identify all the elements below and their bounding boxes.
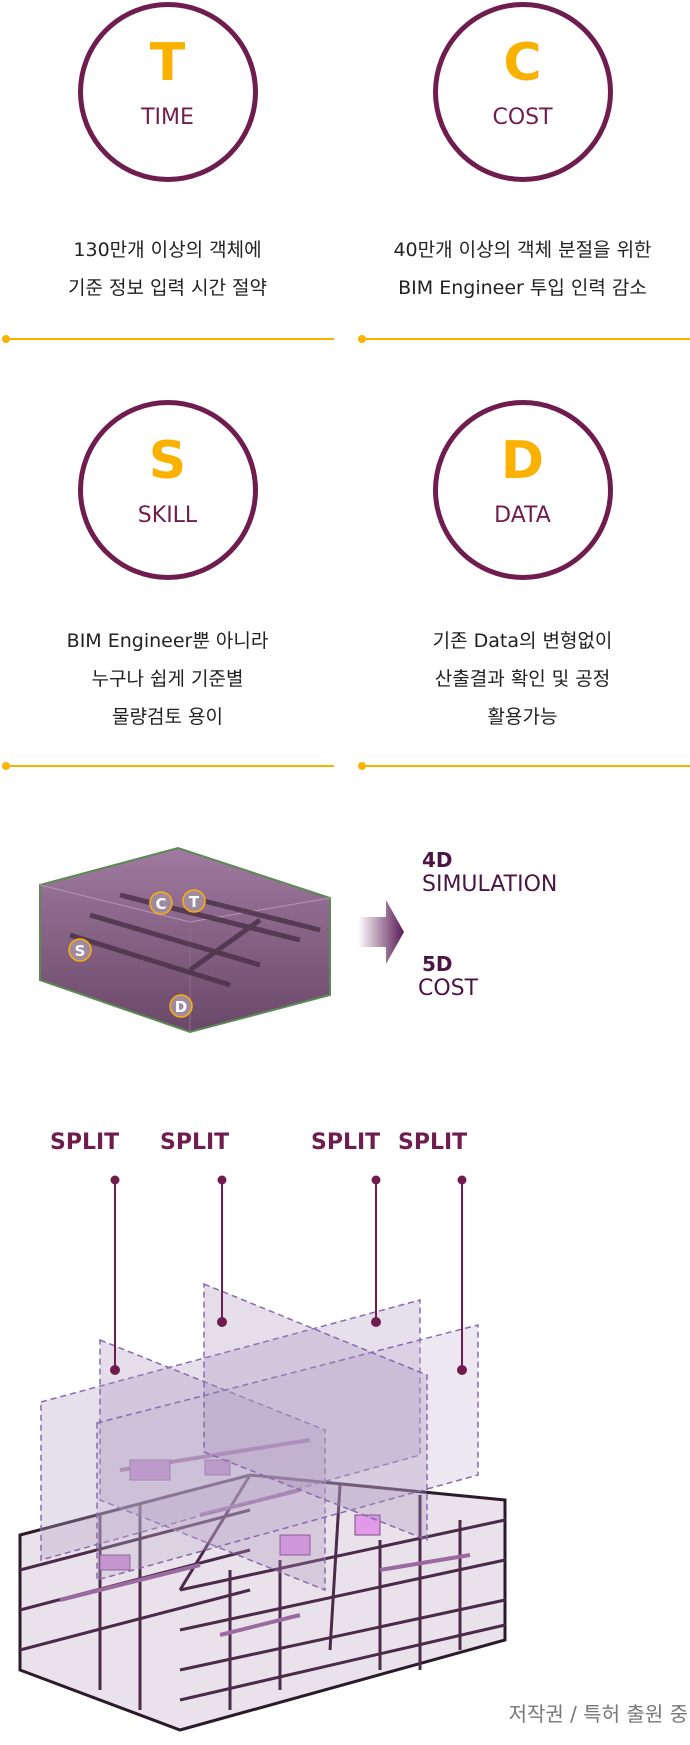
card-desc: 기존 Data의 변형없이 산출결과 확인 및 공정 활용가능: [355, 622, 690, 736]
copyright-patent-note: 저작권 / 특허 출원 중: [508, 1702, 688, 1726]
badge-t: T: [189, 893, 200, 911]
output-sub: COST: [418, 976, 479, 1001]
desc-line: 기존 Data의 변형없이: [432, 630, 613, 652]
card-desc: 40만개 이상의 객체 분절을 위한 BIM Engineer 투입 인력 감소: [355, 231, 690, 307]
desc-line: BIM Engineer 투입 인력 감소: [398, 277, 647, 299]
split-building-illustration: [18, 1175, 507, 1732]
divider: [2, 335, 334, 343]
card-word: TIME: [141, 105, 194, 130]
output-title: 4D: [422, 848, 453, 872]
card-letter: C: [503, 33, 542, 93]
split-label: SPLIT: [311, 1130, 381, 1155]
arrow-right-icon: [358, 900, 404, 964]
time-circle: T TIME: [77, 2, 258, 182]
divider: [358, 762, 690, 770]
split-planes: [40, 1282, 479, 1592]
bim-cube-illustration: C T S D: [39, 846, 331, 1034]
card-letter: S: [148, 431, 187, 491]
data-circle: D DATA: [432, 400, 613, 580]
split-label: SPLIT: [160, 1130, 230, 1155]
divider: [358, 335, 690, 343]
skill-circle: S SKILL: [77, 400, 258, 580]
output-title: 5D: [422, 952, 453, 976]
desc-line: 130만개 이상의 객체에: [73, 239, 262, 261]
cost-circle: C COST: [432, 2, 613, 182]
building-structure: [18, 1438, 507, 1732]
desc-line: 산출결과 확인 및 공정: [434, 668, 611, 690]
output-5d: 5D COST: [418, 952, 478, 1001]
card-desc: BIM Engineer뿐 아니라 누구나 쉽게 기준별 물량검토 용이: [0, 622, 335, 736]
output-4d: 4D SIMULATION: [422, 848, 557, 897]
desc-line: 활용가능: [487, 706, 558, 728]
card-word: DATA: [494, 503, 551, 528]
desc-line: 40만개 이상의 객체 분절을 위한: [393, 239, 652, 261]
badge-s: S: [75, 942, 86, 960]
card-letter: T: [149, 33, 186, 93]
badge-d: D: [175, 998, 187, 1016]
output-sub: SIMULATION: [422, 872, 558, 897]
desc-line: 누구나 쉽게 기준별: [91, 668, 244, 690]
cube-badges: C T S D: [68, 889, 206, 1018]
desc-line: BIM Engineer뿐 아니라: [66, 630, 269, 652]
desc-line: 기준 정보 입력 시간 절약: [68, 277, 267, 299]
card-word: COST: [492, 105, 553, 130]
split-label: SPLIT: [398, 1130, 468, 1155]
card-letter: D: [500, 431, 545, 491]
badge-c: C: [155, 895, 166, 913]
split-pointers: [110, 1175, 467, 1375]
card-desc: 130만개 이상의 객체에 기준 정보 입력 시간 절약: [0, 231, 335, 307]
desc-line: 물량검토 용이: [112, 706, 223, 728]
split-label: SPLIT: [50, 1130, 120, 1155]
divider: [2, 762, 334, 770]
card-word: SKILL: [137, 503, 198, 528]
